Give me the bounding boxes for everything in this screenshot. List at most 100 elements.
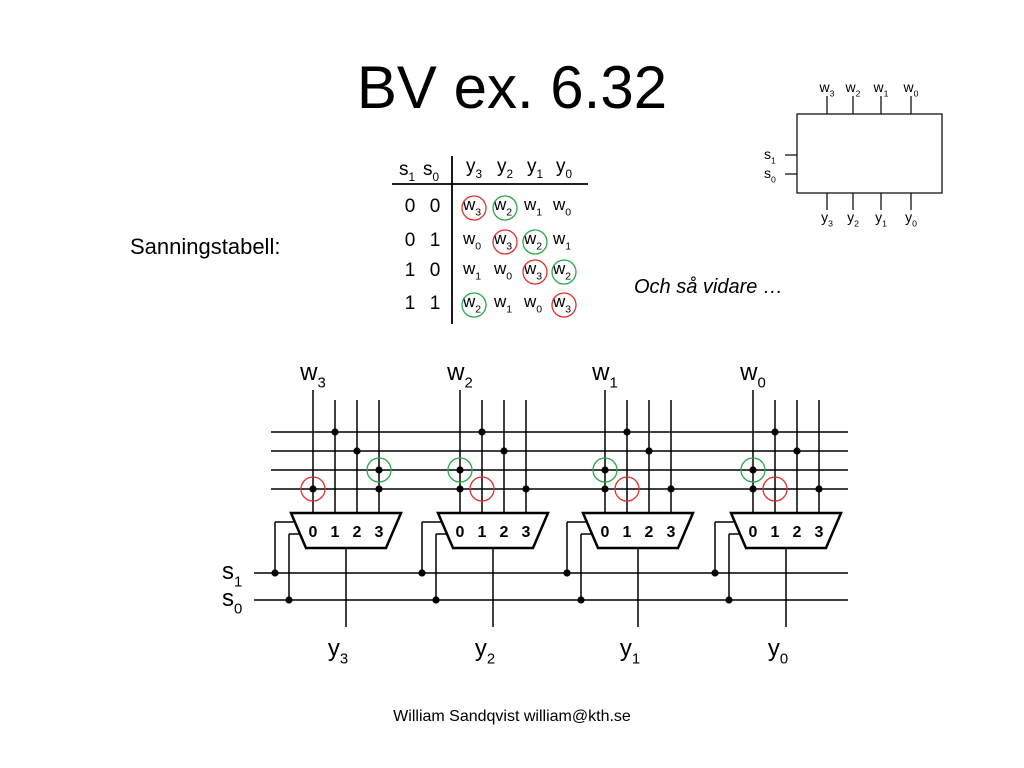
- bus-junction-dot: [456, 466, 464, 474]
- mux-input-label: 2: [500, 524, 509, 541]
- mux-input-label: 0: [456, 524, 465, 541]
- mux-input-label: 1: [478, 524, 487, 541]
- table-select-value: 1: [430, 230, 441, 251]
- select-junction-dot: [271, 569, 279, 577]
- mux-input-label: 0: [749, 524, 758, 541]
- table-select-value: 0: [430, 260, 441, 281]
- bus-junction-dot: [500, 447, 508, 455]
- table-cell-mark-red: [551, 292, 577, 318]
- highlight-red-ring: [469, 476, 495, 502]
- mux-input-label: 2: [793, 524, 802, 541]
- mux-input-label: 3: [815, 524, 824, 541]
- circuit-output-label: y0: [768, 635, 788, 668]
- mux-input-label: 2: [353, 524, 362, 541]
- bus-junction-dot: [815, 485, 823, 493]
- mux-input-label: 1: [331, 524, 340, 541]
- circuit-output-label: y3: [328, 635, 348, 668]
- table-select-value: 1: [430, 293, 441, 314]
- select-junction-dot: [563, 569, 571, 577]
- bus-junction-dot: [375, 485, 383, 493]
- circuit-select-label: s1: [222, 558, 242, 591]
- truth-table-label: Sanningstabell:: [130, 234, 281, 259]
- table-select-value: 1: [405, 293, 416, 314]
- block-select-label: s0: [764, 165, 776, 185]
- block-input-label: w3: [819, 79, 835, 99]
- bus-junction-dot: [522, 485, 530, 493]
- circuit-output-label: y2: [475, 635, 495, 668]
- mux-input-label: 1: [623, 524, 632, 541]
- bus-junction-dot: [623, 428, 631, 436]
- table-cell-mark-green: [522, 229, 548, 255]
- block-input-label: w0: [903, 79, 919, 99]
- bus-junction-dot: [667, 485, 675, 493]
- table-cell: w1: [552, 229, 571, 252]
- highlight-green-ring: [447, 457, 473, 483]
- table-cell-mark-red: [461, 195, 487, 221]
- table-cell: w1: [523, 195, 542, 218]
- circuit-input-label: w1: [591, 359, 618, 392]
- table-cell: w1: [493, 292, 512, 315]
- table-cell: w0: [493, 259, 512, 282]
- mux-block: [436, 511, 550, 550]
- mux-block: [729, 511, 843, 550]
- mux-input-label: 3: [522, 524, 531, 541]
- block-input-label: w1: [873, 79, 889, 99]
- circuit-input-label: w0: [739, 359, 766, 392]
- bus-junction-dot: [309, 485, 317, 493]
- table-header-output: y3: [466, 156, 483, 181]
- table-header-select: s0: [423, 159, 440, 184]
- select-junction-dot: [711, 569, 719, 577]
- table-cell-mark-red: [492, 229, 518, 255]
- select-junction-dot: [577, 596, 585, 604]
- slide-title: BV ex. 6.32: [356, 54, 668, 121]
- block-input-label: w2: [845, 79, 861, 99]
- mux-input-label: 1: [771, 524, 780, 541]
- table-cell: w0: [552, 195, 571, 218]
- highlight-green-ring: [366, 457, 392, 483]
- table-cell: w0: [462, 229, 481, 252]
- table-header-select: s1: [399, 159, 415, 184]
- bus-junction-dot: [771, 428, 779, 436]
- select-junction-dot: [432, 596, 440, 604]
- table-cell-mark-green: [551, 259, 577, 285]
- bus-junction-dot: [478, 428, 486, 436]
- highlight-red-ring: [300, 476, 326, 502]
- block-select-label: s1: [764, 146, 776, 166]
- continuation-note: Och så vidare …: [634, 276, 783, 298]
- table-cell: w0: [523, 292, 542, 315]
- table-select-value: 0: [405, 196, 416, 217]
- mux-block: [581, 511, 695, 550]
- bus-junction-dot: [793, 447, 801, 455]
- table-select-value: 0: [430, 196, 441, 217]
- block-output-label: y1: [875, 209, 887, 229]
- mux-input-label: 3: [667, 524, 676, 541]
- bus-junction-dot: [601, 485, 609, 493]
- mux-input-label: 2: [645, 524, 654, 541]
- block-output-label: y2: [847, 209, 859, 229]
- table-select-value: 0: [405, 230, 416, 251]
- mux-input-label: 0: [601, 524, 610, 541]
- block-output-label: y3: [821, 209, 833, 229]
- bus-junction-dot: [353, 447, 361, 455]
- table-cell-mark-green: [492, 195, 518, 221]
- mux-input-label: 0: [309, 524, 318, 541]
- highlight-red-ring: [762, 476, 788, 502]
- highlight-green-ring: [592, 457, 618, 483]
- table-cell-mark-green: [461, 292, 487, 318]
- table-select-value: 1: [405, 260, 416, 281]
- select-junction-dot: [725, 596, 733, 604]
- table-cell: w1: [462, 259, 481, 282]
- circuit-input-label: w2: [446, 359, 473, 392]
- mux-input-label: 3: [375, 524, 384, 541]
- table-header-output: y1: [527, 156, 543, 181]
- block-output-label: y0: [905, 209, 917, 229]
- select-junction-dot: [418, 569, 426, 577]
- table-header-output: y0: [556, 156, 573, 181]
- bus-junction-dot: [749, 466, 757, 474]
- bus-junction-dot: [456, 485, 464, 493]
- block-box: [796, 113, 943, 194]
- table-header-output: y2: [497, 156, 513, 181]
